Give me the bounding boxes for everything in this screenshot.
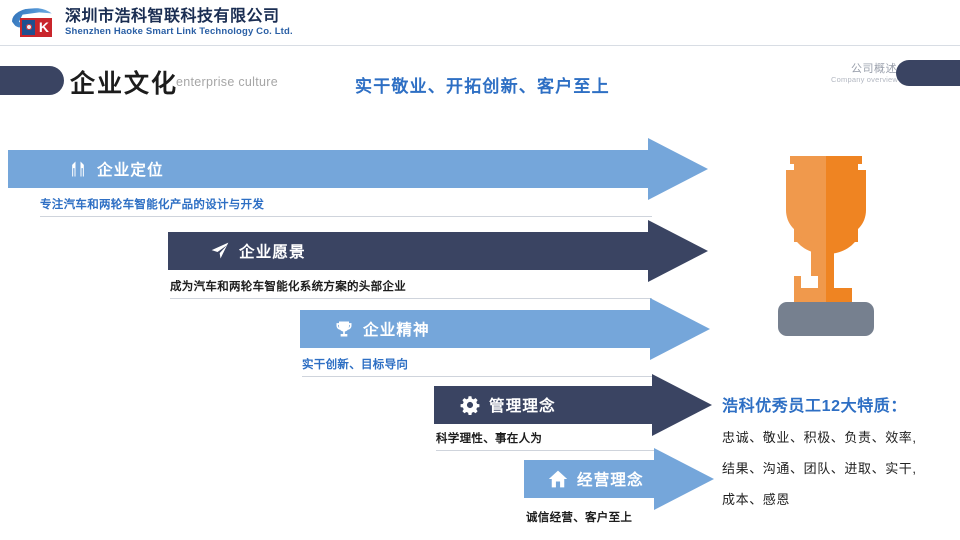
gear-icon [460, 395, 480, 415]
arrow-step-4: 管理理念 [434, 374, 724, 436]
company-logo: K 深圳市浩科智联科技有限公司 Shenzhen Haoke Smart Lin… [12, 6, 293, 39]
arrow-title-4: 管理理念 [489, 398, 556, 415]
logo-letter-k: K [38, 19, 49, 35]
arrow-body [8, 150, 648, 188]
arrow-title-3: 企业精神 [363, 322, 430, 339]
arrow-desc-4: 科学理性、事在人为 [436, 433, 543, 445]
header-divider [0, 45, 960, 46]
arrow-desc-3: 实干创新、目标导向 [302, 359, 409, 371]
page-title-en: enterprise culture [176, 75, 278, 89]
arrow-head [648, 220, 708, 282]
logo-badge-shape: K [20, 18, 52, 37]
arrow-underline-4 [436, 450, 654, 451]
paper-plane-icon [210, 241, 230, 261]
traits-line-2: 结果、沟通、团队、进取、实干, [722, 461, 917, 476]
arrow-label-2: 企业愿景 [190, 232, 306, 270]
traits-line-3: 成本、感恩 [722, 492, 791, 507]
company-name-en: Shenzhen Haoke Smart Link Technology Co.… [65, 26, 293, 37]
arrow-title-5: 经营理念 [577, 472, 644, 489]
title-pill-right [896, 60, 960, 86]
arrow-body [434, 386, 652, 424]
home-icon [548, 469, 568, 489]
arrow-label-5: 经营理念 [528, 460, 644, 498]
arrow-body [300, 310, 650, 348]
haoke-logo-icon: K [12, 6, 58, 39]
arrow-desc-1: 专注汽车和两轮车智能化产品的设计与开发 [40, 199, 265, 211]
arrow-head [652, 374, 712, 436]
arrow-label-3: 企业精神 [314, 310, 430, 348]
arrow-step-5: 经营理念 [524, 448, 724, 510]
arrow-underline-3 [302, 376, 652, 377]
arrow-underline-2 [170, 298, 652, 299]
arrow-title-2: 企业愿景 [239, 244, 306, 261]
arrow-step-1: 企业定位 [8, 138, 708, 200]
trophy-illustration-icon [756, 148, 896, 338]
arrow-label-4: 管理理念 [440, 386, 556, 424]
arrow-desc-5: 诚信经营、客户至上 [526, 512, 633, 524]
slide-header: K 深圳市浩科智联科技有限公司 Shenzhen Haoke Smart Lin… [0, 0, 960, 46]
mountain-peaks-icon [68, 159, 88, 179]
trophy-icon [334, 319, 354, 339]
arrow-head [654, 448, 714, 510]
arrow-label-1: 企业定位 [48, 150, 164, 188]
arrow-head [650, 298, 710, 360]
arrow-step-3: 企业精神 [300, 298, 720, 360]
arrow-title-1: 企业定位 [97, 162, 164, 179]
traits-title: 浩科优秀员工12大特质： [722, 398, 907, 415]
corner-label-cn: 公司概述 [851, 63, 897, 75]
arrow-body [168, 232, 648, 270]
arrow-step-2: 企业愿景 [168, 220, 708, 282]
arrow-underline-1 [40, 216, 652, 217]
company-name-cn: 深圳市浩科智联科技有限公司 [65, 8, 280, 25]
page-title: 企业文化 [70, 70, 179, 98]
arrow-head [648, 138, 708, 200]
corner-label-en: Company overview [831, 75, 898, 84]
arrow-body [524, 460, 654, 498]
arrow-desc-2: 成为汽车和两轮车智能化系统方案的头部企业 [170, 281, 406, 293]
slogan-text: 实干敬业、开拓创新、客户至上 [355, 77, 610, 96]
title-pill-left [0, 66, 64, 95]
traits-line-1: 忠诚、敬业、积极、负责、效率, [722, 430, 917, 445]
